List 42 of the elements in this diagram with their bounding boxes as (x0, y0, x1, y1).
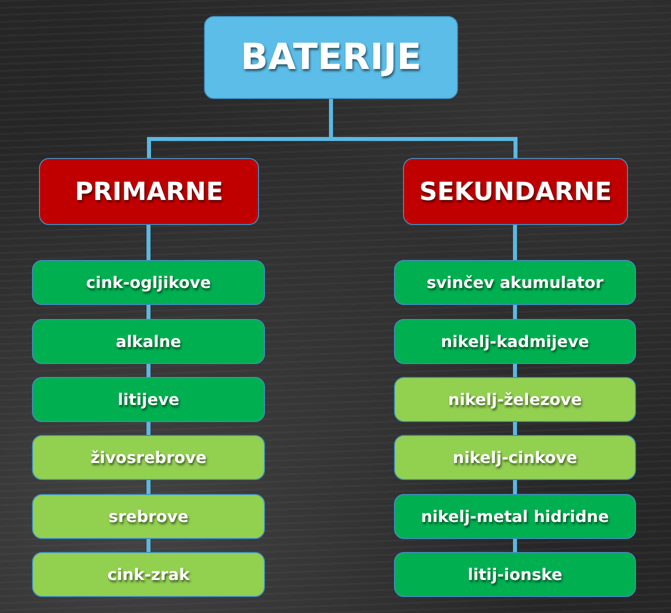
connector-line (146, 422, 150, 435)
connector-line (146, 364, 150, 377)
type-box (394, 494, 636, 539)
connector-line (146, 480, 150, 494)
connector-line (513, 539, 517, 552)
box-label: nikelj-cinkove (452, 448, 578, 466)
type-box (32, 494, 265, 539)
box-label: živosrebrove (90, 448, 207, 466)
box-label: SEKUNDARNE (419, 178, 612, 206)
connector-line (513, 225, 517, 260)
type-box (32, 377, 265, 422)
type-box (32, 552, 265, 597)
category-box (39, 158, 259, 225)
type-box (32, 319, 265, 364)
type-box (394, 377, 636, 422)
connector-line (146, 225, 150, 260)
box-label: nikelj-železove (448, 390, 582, 408)
box-label: BATERIJE (240, 38, 422, 78)
connector-line (513, 480, 517, 494)
box-label: PRIMARNE (74, 178, 224, 206)
box-label: svinčev akumulator (426, 274, 604, 292)
type-box (394, 260, 636, 305)
box-label: cink-zrak (107, 566, 190, 584)
connector-line (513, 422, 517, 435)
type-box (32, 260, 265, 305)
connector-line (513, 364, 517, 377)
connector-line (146, 539, 150, 552)
connector-line (146, 305, 150, 319)
box-label: nikelj-metal hidridne (421, 508, 609, 526)
box-label: srebrove (108, 508, 188, 526)
type-box (394, 435, 636, 480)
title-box (204, 16, 458, 99)
connector-line (513, 305, 517, 319)
box-label: litij-ionske (468, 566, 562, 584)
category-box (403, 158, 628, 225)
type-box (32, 435, 265, 480)
type-box (394, 319, 636, 364)
box-label: cink-ogljikove (86, 274, 212, 292)
box-label: nikelj-kadmijeve (440, 332, 590, 350)
box-label: alkalne (116, 332, 182, 350)
type-box (394, 552, 636, 597)
box-label: litijeve (118, 390, 180, 408)
